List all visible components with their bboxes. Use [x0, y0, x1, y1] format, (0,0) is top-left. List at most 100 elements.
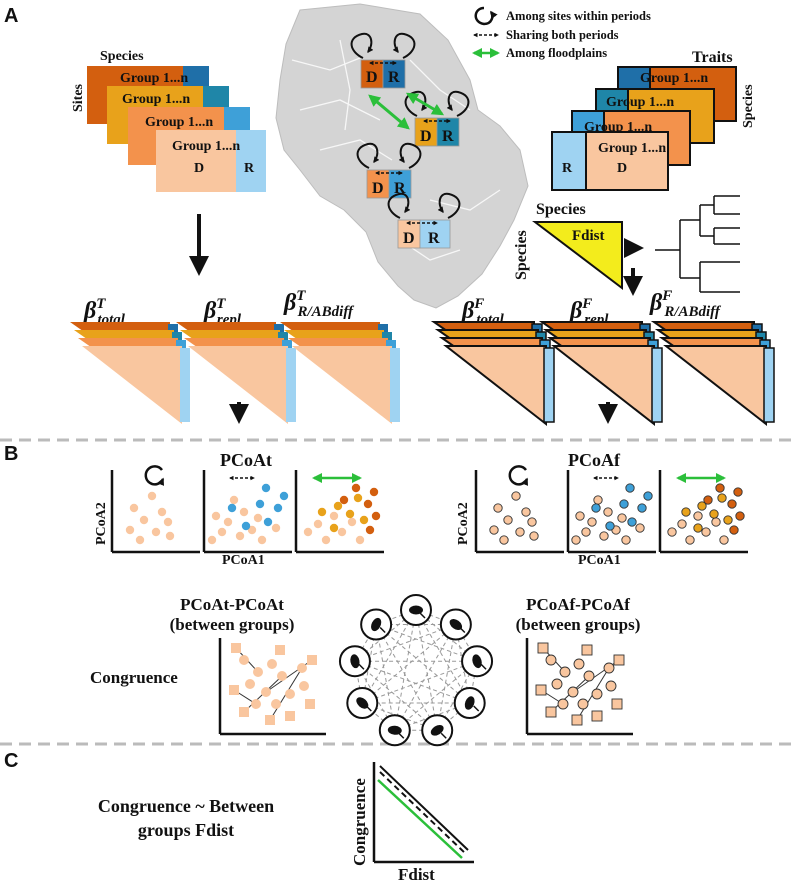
dissimilarity-stack	[650, 321, 775, 427]
scatter-point	[701, 527, 711, 537]
scatter-point	[273, 503, 283, 513]
dissimilarity-stack	[70, 322, 190, 424]
legend-within: Among sites within periods	[506, 9, 651, 23]
scatter-point	[247, 525, 257, 535]
scatter-point	[499, 535, 509, 545]
taxonomic-dissimilarity-stacks	[70, 322, 400, 424]
scatter-point	[693, 511, 703, 521]
dissimilarity-stack	[538, 321, 663, 427]
scatter-point	[593, 495, 603, 505]
scatter-point	[303, 527, 313, 537]
svg-text:Group 1...n: Group 1...n	[606, 95, 674, 110]
regression-line-black	[379, 765, 469, 851]
scatter-point	[165, 531, 175, 541]
pcoaf-y-label: PCoA2	[456, 502, 471, 545]
pcoat-x-label: PCoA1	[222, 553, 265, 568]
organism-network	[338, 594, 494, 747]
scatter-point	[139, 515, 149, 525]
scatter-point	[271, 523, 281, 533]
scatter-point	[587, 517, 597, 527]
scatter-point	[255, 499, 265, 509]
scatter-point	[677, 519, 687, 529]
scatter-point	[157, 507, 167, 517]
left-sites-label: Sites	[71, 83, 86, 112]
scatter-point	[261, 483, 271, 493]
scatter-point	[511, 491, 521, 501]
svg-text:D: D	[194, 161, 204, 176]
scatter-point	[599, 531, 609, 541]
scatter-point	[703, 495, 713, 505]
svg-text:Group 1...n: Group 1...n	[120, 71, 188, 86]
scatter-point	[239, 507, 249, 517]
svg-text:Group 1...n: Group 1...n	[640, 71, 708, 86]
congruence-t-title-1: PCoAt-PCoAt	[180, 595, 284, 614]
scatter-point	[365, 525, 375, 535]
scatter-point	[333, 501, 343, 511]
scatter-point	[223, 517, 233, 527]
scatter-point	[693, 523, 703, 533]
scatter-point	[241, 521, 251, 531]
scatter-point	[321, 535, 331, 545]
panel-label-a: A	[4, 5, 18, 27]
dissimilarity-stack	[176, 322, 296, 424]
left-matrix-stack: Species Sites Group 1...n Group 1...n Gr…	[71, 49, 266, 192]
scatter-point	[317, 507, 327, 517]
fdist-label: Fdist	[572, 228, 605, 244]
scatter-point	[643, 491, 653, 501]
scatter-point	[729, 525, 739, 535]
pcoat-title: PCoAt	[220, 450, 272, 470]
scatter-point	[521, 507, 531, 517]
scatter-point	[355, 535, 365, 545]
scatter-point	[719, 535, 729, 545]
svg-text:Group 1...n: Group 1...n	[122, 92, 190, 107]
scatter-point	[313, 519, 323, 529]
scatter-point	[369, 487, 379, 497]
scatter-point	[125, 525, 135, 535]
scatter-point	[681, 507, 691, 517]
scatter-point	[207, 535, 217, 545]
svg-text:D: D	[420, 128, 432, 145]
zooplankton-icon	[461, 645, 494, 678]
regression-line-green	[377, 779, 463, 859]
map-marker-4: D R	[387, 192, 461, 249]
scatter-point	[667, 527, 677, 537]
scatter-point	[603, 507, 613, 517]
scatter-point	[637, 503, 647, 513]
congruence-label: Congruence	[90, 668, 178, 687]
legend: Among sites within periods Sharing both …	[472, 6, 651, 60]
fdist-species-left: Species	[513, 230, 530, 280]
scatter-point	[147, 491, 157, 501]
map-marker-1: D R	[350, 32, 416, 89]
scatter-point	[625, 483, 635, 493]
macrophyte-icon	[360, 608, 393, 641]
scatter-point	[515, 527, 525, 537]
scatter-point	[347, 517, 357, 527]
floodplain-arrow-1	[368, 94, 410, 130]
scatter-point	[363, 499, 373, 509]
svg-text:R: R	[428, 230, 440, 247]
svg-text:R: R	[562, 161, 573, 176]
panel-label-b: B	[4, 443, 18, 465]
pcoa-group	[110, 465, 384, 554]
panel-c-y-label: Congruence	[350, 778, 369, 866]
svg-text:R: R	[244, 161, 255, 176]
scatter-point	[621, 535, 631, 545]
scatter-point	[229, 495, 239, 505]
congruence-plots	[218, 638, 633, 736]
scatter-point	[617, 513, 627, 523]
scatter-point	[345, 509, 355, 519]
scatter-point	[359, 515, 369, 525]
scatter-point	[735, 511, 745, 521]
scatter-point	[619, 499, 629, 509]
insect-icon	[338, 645, 371, 678]
tadpole-icon	[439, 608, 472, 641]
scatter-point	[627, 517, 637, 527]
dissimilarity-stack	[280, 322, 400, 424]
legend-sharing: Sharing both periods	[506, 28, 619, 42]
svg-text:D: D	[366, 69, 378, 86]
right-traits-label: Traits	[692, 49, 733, 66]
scatter-point	[339, 495, 349, 505]
scatter-point	[163, 517, 173, 527]
protist-icon	[378, 714, 411, 747]
